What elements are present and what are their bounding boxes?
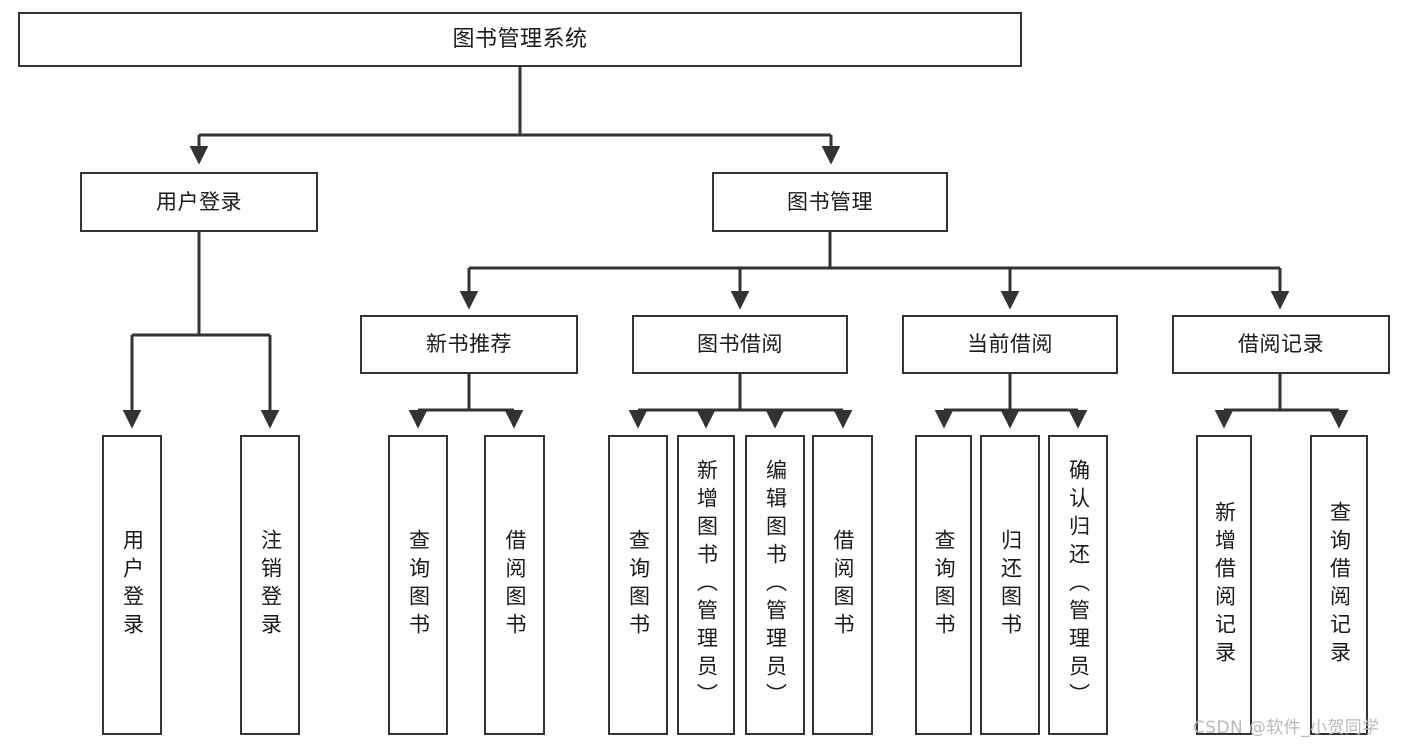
leaf-recommend-borrow-book[interactable]: 借阅图书 bbox=[484, 435, 545, 735]
leaf-borrow-query-book[interactable]: 查询图书 bbox=[608, 435, 668, 735]
leaf-user-logout[interactable]: 注销登录 bbox=[240, 435, 300, 735]
node-label: 借阅记录 bbox=[1238, 332, 1324, 357]
node-label: 新增图书（管理员） bbox=[694, 459, 719, 711]
leaf-borrow-borrow-book[interactable]: 借阅图书 bbox=[812, 435, 873, 735]
leaf-borrow-edit-book-admin[interactable]: 编辑图书（管理员） bbox=[745, 435, 805, 735]
node-label: 新书推荐 bbox=[426, 332, 512, 357]
node-label: 查询图书 bbox=[406, 529, 431, 641]
leaf-user-login[interactable]: 用户登录 bbox=[102, 435, 162, 735]
node-user-login[interactable]: 用户登录 bbox=[80, 172, 318, 232]
leaf-records-query-record[interactable]: 查询借阅记录 bbox=[1310, 435, 1368, 735]
node-label: 查询图书 bbox=[626, 529, 651, 641]
node-label: 查询借阅记录 bbox=[1327, 501, 1352, 669]
node-label: 用户登录 bbox=[156, 189, 242, 214]
node-label: 当前借阅 bbox=[967, 332, 1053, 357]
node-borrow-records[interactable]: 借阅记录 bbox=[1172, 315, 1390, 374]
node-label: 图书管理系统 bbox=[452, 26, 588, 52]
node-book-borrow[interactable]: 图书借阅 bbox=[632, 315, 848, 374]
node-label: 图书借阅 bbox=[697, 332, 783, 357]
node-label: 确认归还（管理员） bbox=[1066, 459, 1091, 711]
leaf-recommend-query-book[interactable]: 查询图书 bbox=[388, 435, 448, 735]
leaf-current-return-book[interactable]: 归还图书 bbox=[980, 435, 1040, 735]
leaf-borrow-add-book-admin[interactable]: 新增图书（管理员） bbox=[677, 435, 735, 735]
node-label: 新增借阅记录 bbox=[1212, 501, 1237, 669]
node-label: 编辑图书（管理员） bbox=[763, 459, 788, 711]
leaf-records-add-record[interactable]: 新增借阅记录 bbox=[1196, 435, 1252, 735]
node-label: 归还图书 bbox=[998, 529, 1023, 641]
node-new-book-recommend[interactable]: 新书推荐 bbox=[360, 315, 578, 374]
node-label: 借阅图书 bbox=[831, 529, 855, 641]
node-label: 注销登录 bbox=[258, 529, 283, 641]
leaf-current-query-book[interactable]: 查询图书 bbox=[915, 435, 972, 735]
node-current-borrow[interactable]: 当前借阅 bbox=[902, 315, 1118, 374]
csdn-watermark: CSDN @软件_小贺同学 bbox=[1193, 718, 1380, 738]
node-root-system[interactable]: 图书管理系统 bbox=[18, 12, 1022, 67]
node-label: 图书管理 bbox=[787, 189, 873, 214]
node-label: 查询图书 bbox=[932, 529, 956, 641]
node-label: 借阅图书 bbox=[503, 529, 527, 641]
leaf-current-confirm-return-admin[interactable]: 确认归还（管理员） bbox=[1048, 435, 1108, 735]
node-book-management[interactable]: 图书管理 bbox=[712, 172, 948, 232]
node-label: 用户登录 bbox=[120, 529, 145, 641]
